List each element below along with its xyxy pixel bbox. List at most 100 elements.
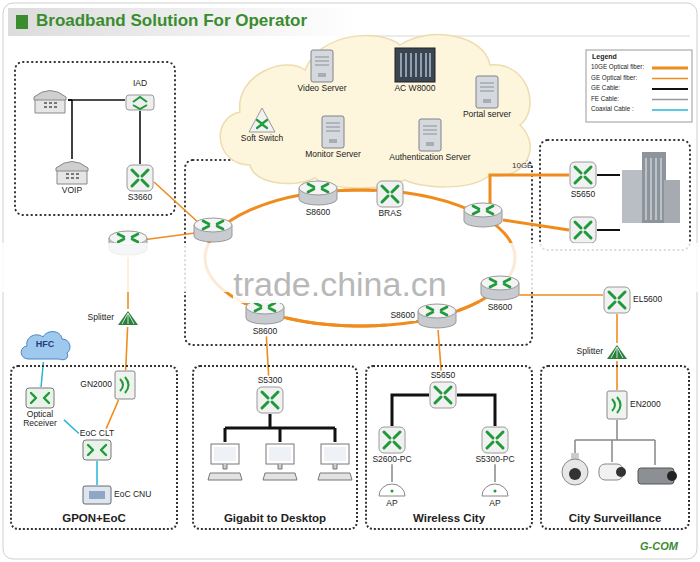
group-heading: City Surveillance	[542, 512, 688, 524]
device-label: GN2000	[79, 380, 113, 389]
device-node: EoC CNU	[82, 485, 152, 505]
illustration-part	[652, 67, 688, 70]
device-node: EN2000	[606, 390, 662, 420]
illustration-part	[194, 218, 232, 242]
illustration-part	[562, 453, 588, 485]
device-icon	[256, 386, 284, 414]
legend-box	[586, 50, 692, 122]
device-icon	[605, 343, 629, 361]
device-icon	[25, 387, 55, 409]
watermark: trade.china.cn	[233, 266, 447, 303]
device-label: Monitor Server	[304, 150, 362, 159]
ge-cable	[392, 395, 429, 426]
fiber-ge	[126, 327, 128, 370]
device-label: S5300-PC	[474, 455, 515, 464]
device-icon	[569, 161, 597, 189]
device-label: EL5600	[632, 295, 663, 304]
coax-cable	[96, 461, 98, 485]
device-node: HFC	[17, 328, 73, 362]
device-label: AP	[488, 499, 501, 508]
device-node: BRAS	[376, 180, 404, 218]
line-label: 10GE	[512, 162, 532, 171]
device-icon	[125, 89, 155, 111]
device-label: S5650	[430, 371, 457, 380]
device-label: Soft Switch	[240, 134, 285, 143]
phone-line	[72, 100, 125, 159]
illustration-part	[638, 468, 677, 484]
device-node: S8600	[298, 179, 338, 217]
illustration-part	[570, 217, 596, 243]
group-panel: City Surveillance EN2000	[540, 365, 690, 530]
device-icon	[321, 115, 345, 149]
device-label: BRAS	[377, 209, 402, 218]
legend-entry: 10GE Optical fiber:	[591, 64, 644, 71]
device-label: S8600	[389, 311, 416, 320]
device-node: IAD	[125, 79, 155, 111]
title: Broadband Solution For Operator	[36, 12, 307, 31]
device-label: Video Server	[297, 84, 348, 93]
device-node: VOIP	[54, 159, 90, 195]
fiber-ge	[106, 400, 118, 429]
device-node: S8600	[245, 298, 285, 336]
legend-entry: FE Cable:	[591, 96, 619, 103]
device-label: EoC CLT	[79, 429, 115, 438]
device-icon	[418, 118, 442, 152]
device-icon	[481, 426, 509, 454]
service-cloud	[220, 35, 530, 188]
device-icon	[82, 485, 112, 505]
device-node: Portal server	[462, 75, 512, 119]
legend-entry: GE Optical fiber:	[591, 75, 637, 82]
device-label: VOIP	[61, 186, 83, 195]
device-icon	[376, 180, 404, 208]
group-heading: GPON+EoC	[12, 512, 176, 524]
illustration-part	[652, 99, 688, 101]
fe-cable	[391, 464, 393, 482]
device-node: S2600-PC	[371, 426, 412, 464]
illustration-part	[34, 91, 66, 114]
illustration-part	[318, 444, 352, 480]
device-icon	[82, 439, 112, 461]
illustration-part	[208, 444, 242, 480]
device-icon	[126, 164, 154, 192]
illustration-part	[263, 444, 297, 480]
group-heading: Gigabit to Desktop	[194, 512, 356, 524]
device-label: HFC	[35, 340, 56, 350]
device-node: S8600	[389, 302, 457, 330]
coax-cable	[64, 420, 79, 434]
logo: G-COM	[640, 540, 678, 552]
device-node: EL5600	[603, 286, 663, 314]
legend-entry: Coaxial Cable :	[591, 106, 634, 113]
device-icon	[394, 47, 436, 83]
device-node: AP	[377, 482, 407, 508]
legend-entry: GE Cable:	[591, 85, 620, 92]
illustration-part	[225, 414, 335, 442]
device-node: AP	[480, 482, 510, 508]
device-node: S5650	[429, 371, 457, 409]
device-node: EoC CLT	[79, 429, 115, 461]
legend-title: Legend	[592, 53, 617, 61]
group-heading: Wireless City	[367, 512, 531, 524]
device-node: Soft Switch	[240, 107, 285, 143]
device-icon	[480, 482, 510, 498]
device-node: Splitter	[87, 309, 140, 327]
device-icon	[116, 309, 140, 327]
device-label: AP	[385, 499, 398, 508]
device-label: S8600	[305, 208, 332, 217]
device-label: EN2000	[629, 400, 662, 409]
illustration-part	[540, 140, 690, 250]
device-icon	[114, 370, 136, 400]
device-icon	[54, 159, 90, 185]
title-banner	[8, 8, 360, 36]
group-panel: Wireless City S5650S2600-PC S5300-PC AP AP	[365, 365, 533, 530]
fe-cable	[494, 464, 496, 482]
device-node: GN2000	[79, 370, 136, 400]
illustration-part	[652, 88, 688, 90]
device-label: IAD	[132, 79, 148, 88]
fiber-10ge	[340, 189, 375, 193]
device-node: S5300-PC	[474, 426, 515, 464]
device-icon	[475, 75, 499, 109]
device-node: AC W8000	[393, 47, 436, 93]
device-icon	[377, 482, 407, 498]
